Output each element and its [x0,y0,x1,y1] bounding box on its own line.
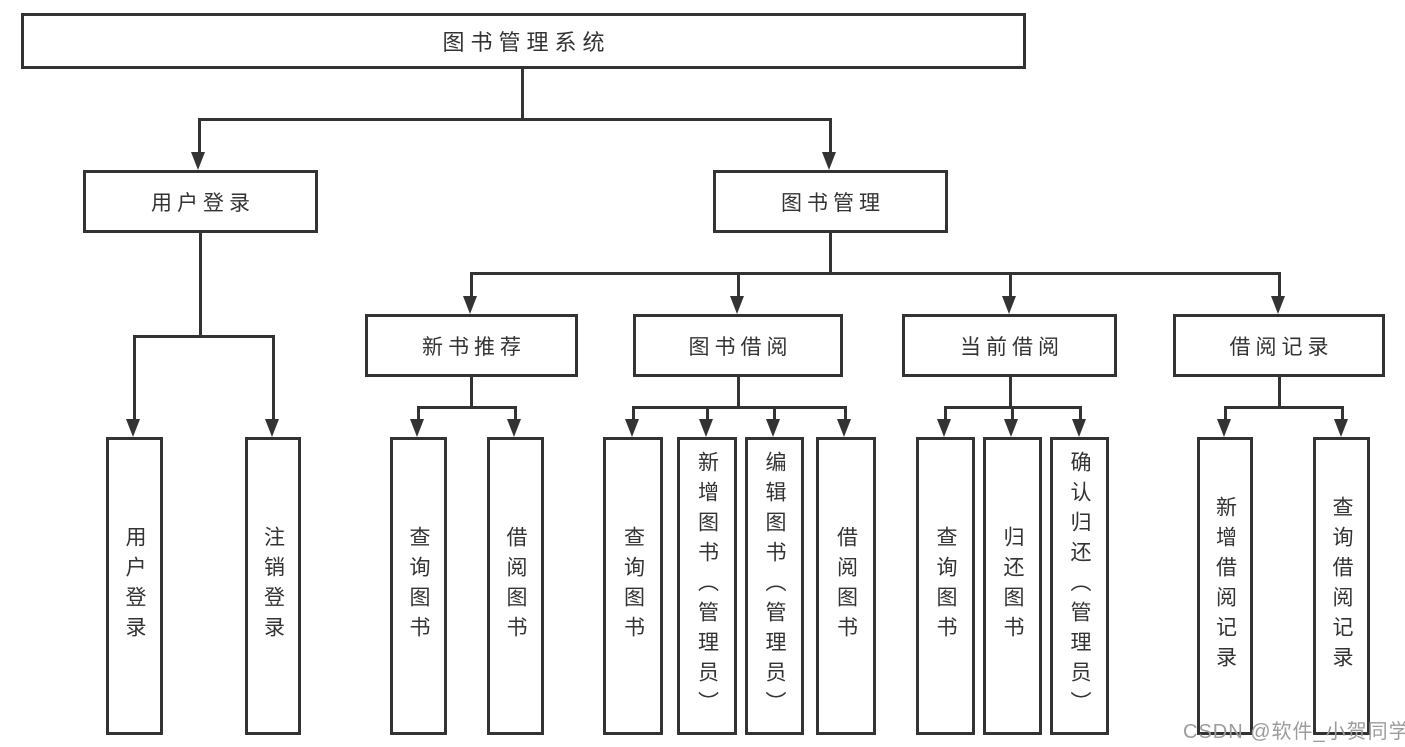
line-to-leaf-add-record [1224,406,1227,420]
line-to-current-borrowing [1009,272,1012,297]
leaf-query-books-2: 查询图书 [603,437,663,735]
line-to-leaf-add-books [706,406,709,420]
node-book-management: 图书管理 [713,170,948,233]
line-new-book-recommend-split [417,406,517,409]
arrow-to-leaf-query-books-3 [937,419,951,437]
leaf-confirm-return-admin: 确认归还（管理员） [1050,437,1109,735]
arrow-to-leaf-query-record [1334,419,1348,437]
line-to-leaf-borrow-books-1 [514,406,517,420]
arrow-to-leaf-add-books [699,419,713,437]
arrow-to-current-borrowing [1002,296,1016,314]
node-root-label: 图书管理系统 [442,30,611,55]
leaf-add-borrow-record: 新增借阅记录 [1197,437,1253,735]
line-book-management-stem [829,233,832,274]
line-to-leaf-edit-books [773,406,776,420]
node-user-login-label: 用户登录 [151,191,255,215]
line-to-leaf-return-books [1011,406,1014,420]
line-book-management-split [470,272,1281,275]
line-to-leaf-query-books-2 [632,406,635,420]
node-current-borrowing-label: 当前借阅 [960,335,1064,359]
line-to-leaf-confirm-return [1079,406,1082,420]
line-to-borrowing-records [1278,272,1281,297]
leaf-add-borrow-record-label: 新增借阅记录 [1213,496,1237,676]
leaf-borrow-books-1-label: 借阅图书 [504,526,527,646]
line-to-new-book-recommend [470,272,473,297]
arrow-to-leaf-borrow-books-2 [837,419,851,437]
node-current-borrowing: 当前借阅 [902,314,1117,377]
leaf-add-books-admin: 新增图书（管理员） [677,437,737,735]
leaf-confirm-return-admin-label: 确认归还（管理员） [1068,451,1091,721]
csdn-watermark: CSDN @软件_小贺同学 [1183,721,1405,743]
arrow-to-book-management [822,152,836,170]
node-borrowing-records-label: 借阅记录 [1229,335,1334,359]
leaf-logout: 注销登录 [245,437,301,735]
arrow-to-leaf-add-record [1217,419,1231,437]
leaf-logout-label: 注销登录 [261,526,285,646]
line-to-leaf-query-books-3 [944,406,947,420]
line-book-borrowing-split [632,406,847,409]
leaf-query-books-1-label: 查询图书 [407,526,430,646]
arrow-to-borrowing-records [1271,296,1285,314]
arrow-to-new-book-recommend [463,296,477,314]
arrow-to-leaf-query-books-1 [410,419,424,437]
leaf-return-books-label: 归还图书 [1001,526,1024,646]
leaf-edit-books-admin: 编辑图书（管理员） [745,437,804,735]
line-to-leaf-query-record [1341,406,1344,420]
line-root-stem [521,69,524,119]
node-borrowing-records: 借阅记录 [1173,314,1385,377]
leaf-user-login-label: 用户登录 [123,526,146,646]
node-book-management-label: 图书管理 [781,191,885,215]
line-book-borrowing-stem [737,377,740,408]
line-to-leaf-logout [272,335,275,420]
node-book-borrowing: 图书借阅 [633,314,843,377]
line-current-borrowing-stem [1009,377,1012,408]
node-new-book-recommend: 新书推荐 [365,314,578,377]
node-user-login: 用户登录 [83,170,318,233]
line-to-leaf-query-books-1 [417,406,420,420]
leaf-edit-books-admin-label: 编辑图书（管理员） [763,451,786,721]
line-borrowing-records-split [1224,406,1344,409]
leaf-query-books-3: 查询图书 [916,437,975,735]
leaf-borrow-books-2-label: 借阅图书 [834,526,858,646]
arrow-to-leaf-borrow-books-1 [507,419,521,437]
leaf-query-books-3-label: 查询图书 [934,526,957,646]
leaf-user-login: 用户登录 [106,437,163,735]
leaf-query-books-2-label: 查询图书 [621,526,645,646]
leaf-add-books-admin-label: 新增图书（管理员） [695,451,719,721]
node-root: 图书管理系统 [21,13,1026,69]
line-borrowing-records-stem [1278,377,1281,408]
line-root-split [198,118,832,121]
line-new-book-recommend-stem [470,377,473,408]
arrow-to-user-login [191,152,205,170]
line-to-user-login [198,118,201,154]
line-to-book-borrowing [737,272,740,297]
line-user-login-split [133,335,275,338]
node-new-book-recommend-label: 新书推荐 [422,335,526,359]
arrow-to-book-borrowing [730,296,744,314]
leaf-borrow-books-2: 借阅图书 [816,437,876,735]
line-user-login-stem [199,233,202,337]
arrow-to-leaf-confirm-return [1072,419,1086,437]
line-to-book-management [829,118,832,154]
leaf-query-borrow-record: 查询借阅记录 [1313,437,1370,735]
arrow-to-leaf-user-login [126,419,140,437]
leaf-return-books: 归还图书 [983,437,1042,735]
arrow-to-leaf-query-books-2 [625,419,639,437]
line-to-leaf-borrow-books-2 [844,406,847,420]
line-to-leaf-user-login [133,335,136,420]
arrow-to-leaf-edit-books [766,419,780,437]
node-book-borrowing-label: 图书借阅 [688,335,793,359]
leaf-query-borrow-record-label: 查询借阅记录 [1330,496,1353,676]
arrow-to-leaf-logout [265,419,279,437]
leaf-borrow-books-1: 借阅图书 [487,437,544,735]
leaf-query-books-1: 查询图书 [390,437,447,735]
arrow-to-leaf-return-books [1004,419,1018,437]
